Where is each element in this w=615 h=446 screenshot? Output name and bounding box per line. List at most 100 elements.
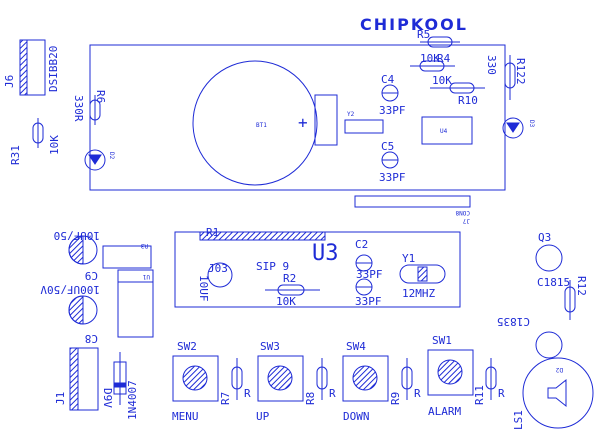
r11-body	[485, 366, 497, 390]
sw4-switch	[342, 355, 389, 402]
dsib20-label: DSIBB20	[47, 46, 60, 92]
r6-value: 330R	[72, 95, 85, 122]
up-label: UP	[256, 410, 270, 423]
board-title: CHIPKOOL	[360, 15, 468, 34]
c4-value: 33PF	[379, 104, 406, 117]
j1-label: J1	[54, 392, 67, 405]
r8-body	[316, 366, 328, 390]
u3-label: U3	[312, 241, 339, 266]
q3-transistor	[535, 244, 563, 272]
c5-value: 33PF	[379, 171, 406, 184]
sw4-label: SW4	[346, 340, 366, 353]
c6-value: 10UF/50	[54, 229, 100, 242]
d2b-label: D2	[555, 366, 563, 373]
diode-body	[113, 361, 127, 395]
d3-label: D3	[528, 120, 535, 128]
r5-body	[427, 36, 453, 48]
ls1-speaker	[522, 357, 594, 429]
sip9-label: SIP 9	[256, 260, 289, 273]
r5-label: R5	[417, 28, 430, 41]
y1-label: Y1	[402, 252, 415, 265]
battery-bt1	[192, 60, 318, 186]
r2-value: 10K	[276, 295, 296, 308]
r4-value: 10K	[420, 52, 440, 65]
u1-label: U1	[142, 273, 150, 280]
d9v-label: D9V	[101, 388, 114, 408]
r4-body	[419, 60, 445, 72]
r7-body	[231, 366, 243, 390]
d3-led	[502, 117, 524, 139]
r3-resistor	[102, 245, 152, 269]
r31-value: 10K	[48, 135, 61, 155]
u4-ic	[421, 116, 473, 145]
c6-polarity	[68, 235, 84, 265]
r31-label: R31	[9, 145, 22, 165]
c4-label: C4	[381, 73, 395, 86]
c3-value: 33PF	[355, 295, 382, 308]
y2-label: Y2	[347, 111, 355, 118]
r7-label: R7	[219, 392, 232, 405]
sw4-button	[352, 365, 378, 391]
r12-label: R122	[514, 58, 527, 85]
d2-label: D2	[108, 152, 115, 160]
r6-label: R6	[94, 90, 107, 103]
r12b-label: R12	[575, 276, 588, 296]
c8-label: C8	[85, 332, 98, 345]
sw3-switch	[257, 355, 304, 402]
d2-led	[84, 149, 106, 171]
c2-value: 33PF	[356, 268, 383, 281]
battery-plus: +	[298, 113, 308, 132]
u1-body	[117, 281, 154, 338]
q2-transistor	[535, 331, 563, 359]
r10-value: 10K	[432, 74, 452, 87]
sw2-switch	[172, 355, 219, 402]
y1-value: 12MHZ	[402, 287, 435, 300]
r8-label: R8	[304, 392, 317, 405]
sw1-switch	[427, 349, 474, 396]
r11-label: R11	[473, 385, 486, 405]
r12-value: 330	[485, 55, 498, 75]
j6-label: J6	[3, 75, 16, 88]
alarm-label: ALARM	[428, 405, 461, 418]
con8-label: CON8	[455, 209, 470, 216]
ls1-label: LS1	[512, 410, 525, 430]
j1-pin-strip	[69, 347, 79, 411]
j03-label: J03	[208, 262, 228, 275]
r2-label: R2	[283, 272, 296, 285]
r12-body	[504, 62, 516, 89]
r10-label: R10	[458, 94, 478, 107]
c10-value: 10UF	[197, 275, 210, 302]
r31-body	[32, 122, 44, 144]
d2-led-symbol	[88, 154, 102, 165]
sw1-label: SW1	[432, 334, 452, 347]
r1-resistor-network	[199, 231, 326, 241]
sw2-button	[182, 365, 208, 391]
down-label: DOWN	[343, 410, 370, 423]
speaker-symbol	[547, 378, 567, 408]
d3-led-symbol	[506, 122, 520, 133]
r2-body	[277, 284, 305, 296]
y1-crystal	[399, 264, 446, 284]
r1-label: R1	[206, 226, 219, 239]
menu-label: MENU	[172, 410, 199, 423]
c2-label: C2	[355, 238, 368, 251]
c5-label: C5	[381, 140, 394, 153]
diode-band	[113, 382, 127, 388]
bt1-label: BT1	[256, 122, 267, 129]
y1-core	[417, 266, 428, 282]
c10-capacitor	[207, 262, 233, 288]
battery-tab	[314, 94, 338, 146]
sw3-button	[267, 365, 293, 391]
c8-value: 100UF/50V	[40, 283, 100, 296]
r9-label: R9	[389, 392, 402, 405]
q3-label: Q3	[538, 231, 551, 244]
r3-label: R3	[140, 242, 148, 249]
r9-body	[401, 366, 413, 390]
r4-label: R4	[437, 52, 451, 65]
sw1-button	[437, 359, 463, 385]
c1835-label: C1835	[497, 315, 530, 328]
r8-r: R	[329, 387, 336, 400]
sw2-label: SW2	[177, 340, 197, 353]
u4-label: U4	[440, 128, 448, 135]
c9-label: C9	[85, 269, 98, 282]
